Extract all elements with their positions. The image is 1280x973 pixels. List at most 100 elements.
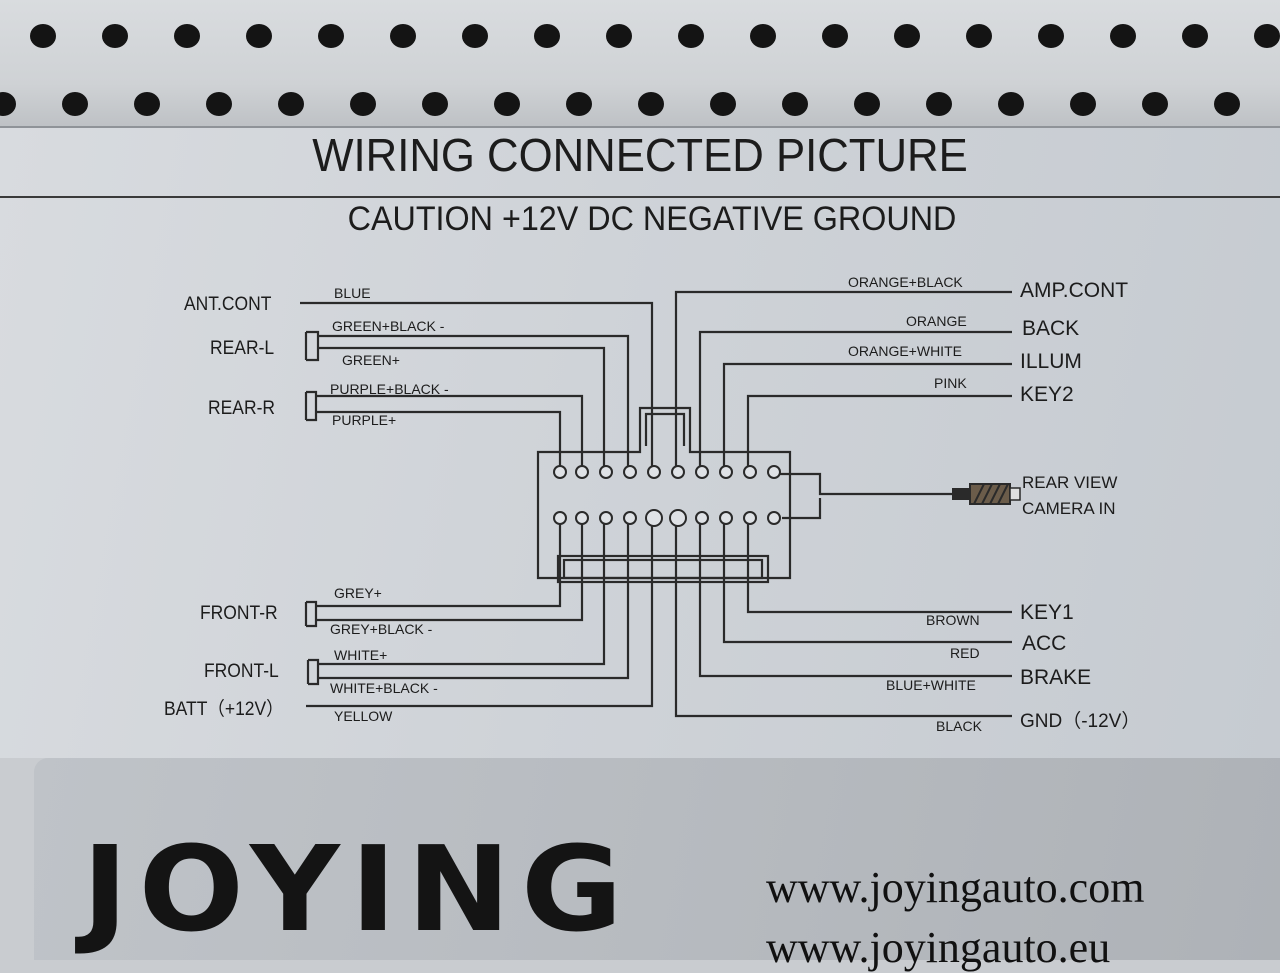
- plug-front-l: [306, 658, 320, 686]
- label-ant-cont: ANT.CONT: [184, 294, 272, 315]
- wire-label-green: GREEN+: [342, 352, 400, 368]
- pin: [575, 465, 589, 479]
- pin: [695, 511, 709, 525]
- wire-label-grey: GREY+: [334, 585, 382, 601]
- diagram-title: WIRING CONNECTED PICTURE: [312, 129, 968, 181]
- wire-yellow: [306, 524, 654, 708]
- wire-label-purple: PURPLE+: [332, 412, 397, 428]
- pin: [553, 465, 567, 479]
- wire-red: [722, 524, 1012, 644]
- wire-orange: [698, 330, 1012, 466]
- pin: [743, 511, 757, 525]
- vent-hole: [606, 24, 632, 48]
- pin: [645, 509, 663, 527]
- vent-hole: [926, 92, 952, 116]
- vent-hole: [678, 24, 704, 48]
- vent-hole: [246, 24, 272, 48]
- pin: [669, 509, 687, 527]
- vent-hole: [1254, 24, 1280, 48]
- label-batt: BATT（+12V）: [164, 699, 284, 720]
- pin: [553, 511, 567, 525]
- wire-blue-white: [698, 524, 1012, 678]
- label-brake: BRAKE: [1020, 666, 1092, 689]
- caution-note: CAUTION +12V DC NEGATIVE GROUND: [347, 200, 957, 238]
- wire-camera: [776, 472, 960, 496]
- vent-hole: [750, 24, 776, 48]
- vent-hole: [0, 92, 16, 116]
- pin: [695, 465, 709, 479]
- vent-hole: [822, 24, 848, 48]
- pin: [599, 511, 613, 525]
- label-back: BACK: [1022, 317, 1080, 340]
- wire-orange-white: [722, 362, 1012, 466]
- wire-label-orange: ORANGE: [906, 313, 967, 329]
- vent-hole: [854, 92, 880, 116]
- wire-label-blue: BLUE: [334, 285, 371, 301]
- vent-hole: [462, 24, 488, 48]
- wire-label-blue-white: BLUE+WHITE: [886, 677, 976, 693]
- vent-hole: [30, 24, 56, 48]
- pin: [671, 465, 685, 479]
- pin: [767, 465, 781, 479]
- pin: [599, 465, 613, 479]
- wire-label-yellow: YELLOW: [334, 708, 393, 724]
- wire-label-white-black: WHITE+BLACK -: [330, 680, 438, 696]
- pin: [743, 465, 757, 479]
- label-amp-cont: AMP.CONT: [1020, 279, 1129, 302]
- vent-hole: [1110, 24, 1136, 48]
- wire-white: [318, 524, 606, 666]
- wire-pink: [746, 394, 1012, 466]
- brand-logo: JOYING: [82, 820, 634, 958]
- vent-hole: [1142, 92, 1168, 116]
- wire-white-black: [318, 524, 630, 680]
- vent-hole: [998, 92, 1024, 116]
- wire-green-black: [318, 334, 630, 466]
- wire-purple-black: [316, 394, 584, 466]
- vent-hole: [782, 92, 808, 116]
- wire-label-grey-black: GREY+BLACK -: [330, 621, 433, 637]
- vent-hole: [638, 92, 664, 116]
- wire-label-orange-black: ORANGE+BLACK: [848, 274, 963, 290]
- wire-label-purple-black: PURPLE+BLACK -: [330, 381, 449, 397]
- vent-hole: [278, 92, 304, 116]
- label-camera-in: CAMERA IN: [1022, 499, 1116, 518]
- wire-purple: [316, 410, 562, 466]
- vent-hole: [894, 24, 920, 48]
- vent-hole: [494, 92, 520, 116]
- wire-label-orange-white: ORANGE+WHITE: [848, 343, 962, 359]
- wire-blue: [300, 301, 654, 466]
- plug-rear-r: [304, 390, 318, 422]
- wire-label-pink: PINK: [934, 375, 967, 391]
- label-rear-r: REAR-R: [208, 398, 276, 419]
- wire-orange-black: [674, 290, 1012, 466]
- vent-hole: [710, 92, 736, 116]
- wire-label-black: BLACK: [936, 718, 982, 734]
- wire-label-white: WHITE+: [334, 647, 388, 663]
- pin: [575, 511, 589, 525]
- vent-hole: [102, 24, 128, 48]
- vent-hole: [1182, 24, 1208, 48]
- rca-plug-icon: [952, 483, 1021, 505]
- pin: [719, 511, 733, 525]
- label-front-l: FRONT-L: [204, 661, 279, 682]
- vent-hole: [134, 92, 160, 116]
- vent-hole: [206, 92, 232, 116]
- brand-plate: [34, 758, 1280, 960]
- title-underline: [0, 196, 1280, 198]
- vent-hole: [174, 24, 200, 48]
- label-key1: KEY1: [1020, 601, 1074, 624]
- vent-hole: [318, 24, 344, 48]
- wire-label-brown: BROWN: [926, 612, 980, 628]
- label-acc: ACC: [1022, 632, 1067, 655]
- wire-black: [674, 524, 1012, 718]
- vent-hole: [566, 92, 592, 116]
- pin: [767, 511, 781, 525]
- wire-grey-black: [316, 524, 584, 622]
- pin: [623, 511, 637, 525]
- vent-hole: [62, 92, 88, 116]
- label-gnd: GND（-12V）: [1020, 711, 1141, 732]
- wire-grey: [316, 524, 562, 608]
- website-url-com: www.joyingauto.com: [766, 863, 1145, 912]
- vent-hole: [350, 92, 376, 116]
